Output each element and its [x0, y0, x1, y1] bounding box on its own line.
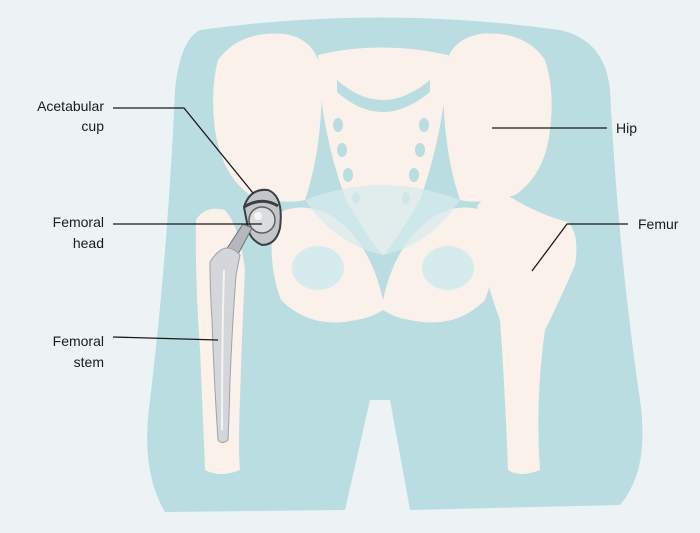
- label-acetabular-cup-line1: Acetabular: [37, 98, 104, 114]
- femoral-head-shape: [249, 207, 275, 233]
- left-obturator-foramen: [292, 246, 344, 290]
- right-obturator-foramen: [422, 246, 474, 290]
- label-femur: Femur: [638, 216, 679, 232]
- label-femoral-head-line2: head: [73, 235, 104, 251]
- label-femoral-stem-line2: stem: [74, 354, 104, 370]
- label-femoral-stem-line1: Femoral: [53, 333, 104, 349]
- label-acetabular-cup-line2: cup: [81, 118, 104, 134]
- label-hip: Hip: [616, 120, 637, 136]
- label-femoral-head-line1: Femoral: [53, 214, 104, 230]
